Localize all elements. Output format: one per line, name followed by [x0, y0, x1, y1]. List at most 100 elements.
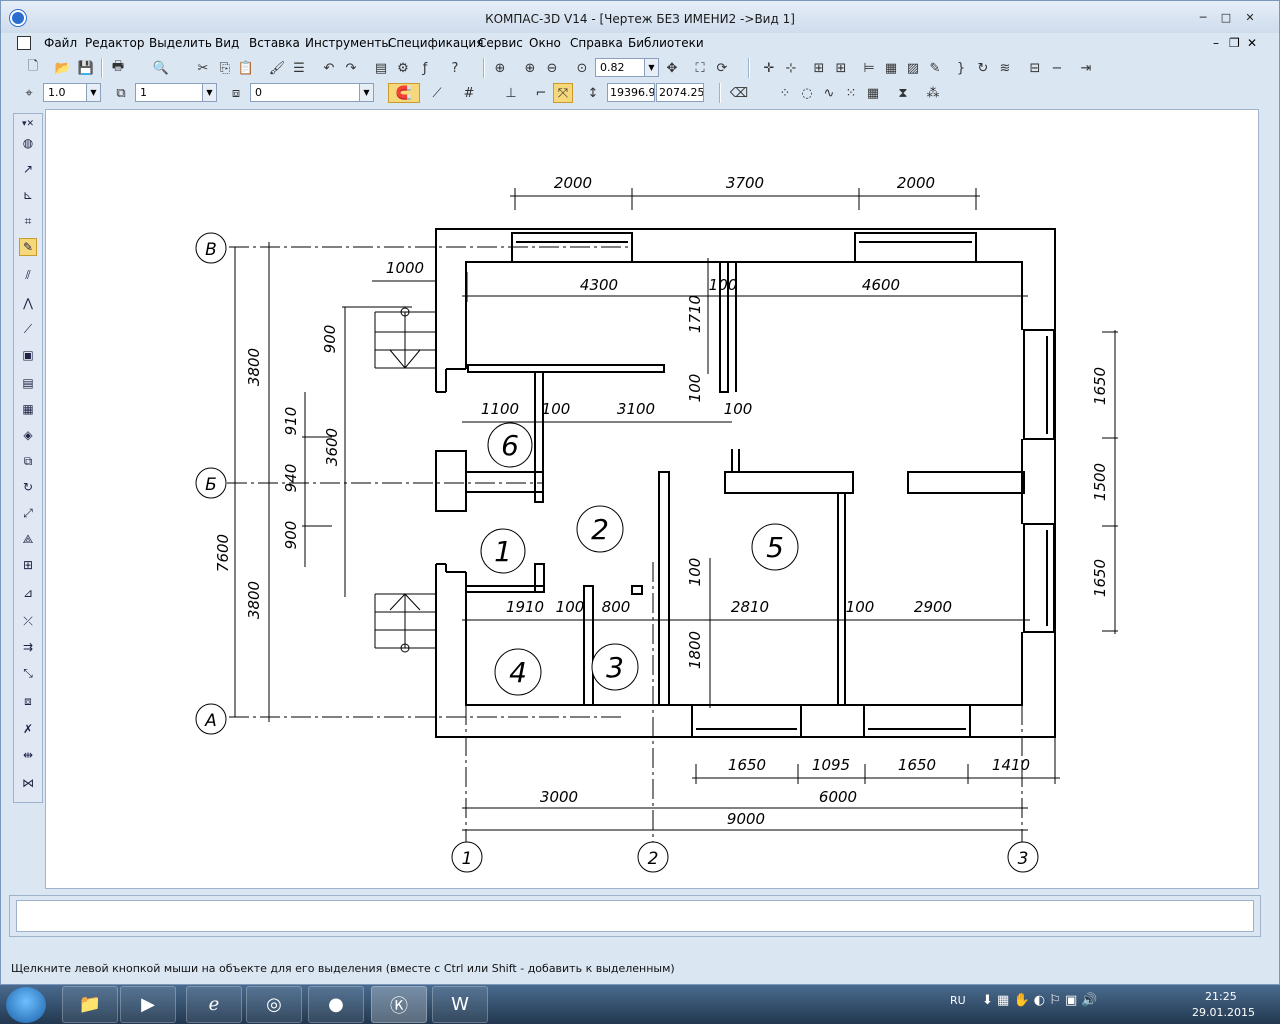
cursor-step-icon[interactable]: ⌖ [25, 85, 33, 101]
erase-icon[interactable]: ✗ [22, 722, 34, 736]
snap-table-icon[interactable]: ▦ [866, 85, 880, 101]
mirror-icon[interactable]: ⧗ [898, 85, 908, 101]
symmetry-icon[interactable]: ⟁ [22, 531, 34, 546]
language-indicator[interactable]: RU [950, 994, 966, 1007]
media-player-taskbar-icon[interactable]: ▶ [120, 986, 176, 1023]
new-document-icon[interactable]: 🗋 [27, 59, 39, 74]
clock-date[interactable]: 29.01.2015 [1192, 1006, 1255, 1019]
variables-icon[interactable]: ⚙ [397, 60, 409, 76]
chevron-down-icon[interactable]: ▼ [644, 59, 658, 76]
print-icon[interactable]: 🖶 [111, 59, 125, 74]
layer-combo[interactable]: 0 ▼ [250, 83, 374, 102]
delete-icon[interactable]: − [1051, 60, 1063, 76]
edit-text-icon[interactable]: ✎ [929, 60, 941, 76]
view-combo[interactable]: 1 ▼ [135, 83, 217, 102]
ortho-mode-icon[interactable]: ⌐ [535, 85, 547, 101]
extend-icon[interactable]: ⇉ [22, 640, 34, 654]
trim-icon[interactable]: ⤫ [23, 613, 33, 628]
view-icon[interactable]: ⧉ [116, 85, 126, 101]
dimensions-icon[interactable]: ↗ [22, 162, 34, 176]
format-painter-icon[interactable]: 🖌 [268, 60, 286, 76]
word-taskbar-icon[interactable]: W [432, 986, 488, 1023]
copy-obj-icon[interactable]: ⧉ [23, 453, 33, 468]
refresh-icon[interactable]: ⟳ [716, 60, 728, 76]
kompas-taskbar-icon[interactable]: Ⓚ [371, 986, 427, 1023]
connect-icon[interactable]: ⋈ [22, 776, 34, 790]
arc-arrow-icon[interactable]: ↻ [977, 60, 989, 76]
coordinates-icon[interactable]: ↕ [587, 85, 599, 101]
paste-icon[interactable]: 📋 [237, 60, 255, 76]
scale-combo[interactable]: 1.0 ▼ [43, 83, 101, 102]
minimize-button[interactable]: ─ [1199, 11, 1207, 24]
dimension-icon[interactable]: ⊨ [863, 60, 875, 76]
measure-icon[interactable]: ⫽ [25, 267, 31, 282]
menu-help[interactable]: Справка [570, 36, 623, 50]
table-icon[interactable]: ▦ [884, 60, 898, 76]
chevron-down-icon[interactable]: ▼ [359, 84, 373, 101]
menu-libraries[interactable]: Библиотеки [628, 36, 704, 50]
menu-tools[interactable]: Инструменты [305, 36, 391, 50]
doc-restore-button[interactable]: ❐ [1229, 36, 1240, 50]
snap-center-icon[interactable]: ⁙ [845, 85, 857, 101]
spec-icon[interactable]: ▣ [22, 348, 34, 362]
scale-obj-icon[interactable]: ⤢ [23, 505, 33, 520]
auxiliary-line-icon[interactable]: ⊹ [785, 60, 797, 76]
menu-file[interactable]: Файл [44, 36, 78, 50]
zoom-scale-icon[interactable]: ⊙ [576, 60, 588, 76]
explorer-taskbar-icon[interactable]: 📁 [62, 986, 118, 1023]
save-icon[interactable]: 💾 [77, 60, 95, 76]
break-icon[interactable]: ⤡ [23, 665, 33, 680]
doc-minimize-button[interactable]: – [1213, 36, 1219, 50]
pan-icon[interactable]: ✥ [666, 60, 678, 76]
zoom-in-icon[interactable]: ⊕ [524, 60, 536, 76]
zoom-window-icon[interactable]: ⊕ [494, 60, 506, 76]
point-tool-icon[interactable]: ✛ [763, 60, 775, 76]
fragment-icon[interactable]: ◈ [23, 428, 33, 442]
tray-icons[interactable]: ⬇ ▦ ✋ ◐ ⚐ ▣ 🔊 [982, 993, 1098, 1008]
menu-insert[interactable]: Вставка [249, 36, 300, 50]
grid-icon[interactable]: # [463, 85, 475, 101]
menu-window[interactable]: Окно [529, 36, 561, 50]
function-icon[interactable]: ƒ [422, 60, 428, 76]
close-button[interactable]: ✕ [1245, 11, 1255, 24]
panel-menu-icon[interactable]: ▾✕ [21, 119, 35, 129]
select-icon[interactable]: ⋀ [23, 296, 33, 310]
report-icon[interactable]: ▤ [22, 376, 34, 390]
command-input-area[interactable] [16, 900, 1254, 932]
ie-taskbar-icon[interactable]: ℯ [186, 986, 242, 1023]
undo-icon[interactable]: ↶ [323, 60, 335, 76]
properties-icon[interactable]: ☰ [293, 60, 305, 76]
clock-time[interactable]: 21:25 [1205, 990, 1237, 1003]
start-button[interactable] [6, 987, 46, 1023]
app-taskbar-icon[interactable]: ● [308, 986, 364, 1023]
group-icon[interactable]: ⁂ [926, 85, 940, 101]
print-preview-icon[interactable]: 🔍 [152, 60, 170, 76]
geometry-icon[interactable]: ◍ [22, 136, 34, 150]
eraser-icon[interactable]: ⌫ [729, 85, 749, 101]
align-icon[interactable]: ⇹ [22, 748, 34, 762]
help-pointer-icon[interactable]: ? [451, 60, 459, 76]
associative-views-icon[interactable]: ⟋ [23, 321, 33, 336]
round-icon[interactable]: ⤧ [553, 83, 573, 103]
coord-y-field[interactable]: 2074.25 [656, 83, 704, 102]
parametrization-icon[interactable]: ✎ [19, 238, 37, 256]
hatch-icon[interactable]: ▨ [906, 60, 920, 76]
insert-icon[interactable]: ▦ [22, 402, 34, 416]
ortho-icon[interactable]: ⟋ [432, 85, 442, 101]
snap-point-icon[interactable]: ◌ [801, 85, 813, 101]
layer-icon[interactable]: ⧈ [231, 85, 241, 101]
copy-icon[interactable]: ⎘ [219, 60, 231, 76]
snap-grid-icon[interactable]: ⁘ [779, 85, 791, 101]
offset-icon[interactable]: ⧈ [24, 693, 32, 708]
menu-service[interactable]: Сервис [478, 36, 523, 50]
local-cs-icon[interactable]: ⊥ [505, 85, 517, 101]
edit-icon[interactable]: ⌗ [24, 213, 32, 228]
show-all-icon[interactable]: ⛶ [695, 60, 705, 76]
snap-magnet-icon[interactable]: 🧲 [388, 83, 420, 103]
snap-curve-icon[interactable]: ∿ [823, 85, 835, 101]
add-point-icon[interactable]: ⊞ [835, 60, 847, 76]
bracket-icon[interactable]: } [956, 60, 966, 76]
menu-specification[interactable]: Спецификация [388, 36, 484, 50]
export-icon[interactable]: ⇥ [1080, 60, 1092, 76]
rotate-icon[interactable]: ↻ [22, 480, 34, 494]
